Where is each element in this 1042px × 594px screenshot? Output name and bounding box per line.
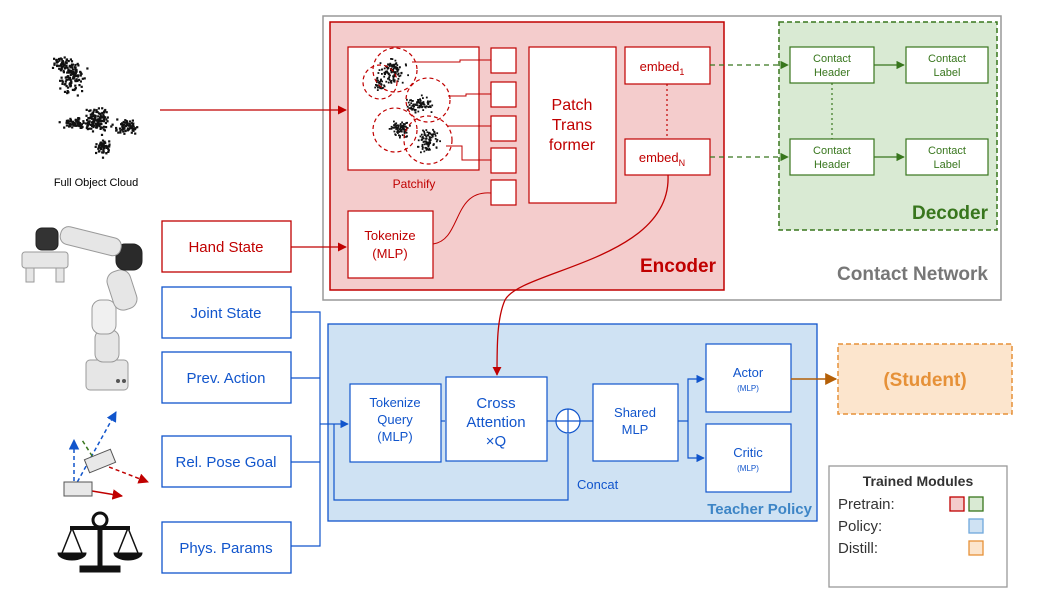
embed-n-subscript: N bbox=[679, 158, 686, 168]
contact-label-n-line1: Contact bbox=[928, 145, 966, 157]
full-object-cloud-label: Full Object Cloud bbox=[54, 177, 138, 189]
legend-pretrain-label: Pretrain: bbox=[838, 496, 895, 513]
contact-header-box-n bbox=[789, 138, 875, 176]
contact-label-1-line2: Label bbox=[934, 67, 961, 79]
cross-attention-line2: Attention bbox=[466, 414, 525, 431]
legend-title: Trained Modules bbox=[863, 473, 974, 489]
critic-sublabel: (MLP) bbox=[737, 464, 759, 473]
tokenize-query-line3: (MLP) bbox=[377, 429, 412, 444]
concat-label: Concat bbox=[577, 477, 619, 492]
encoder-tokenize-label-line1: Tokenize bbox=[364, 228, 415, 243]
embed-1-box bbox=[624, 46, 711, 85]
patchify-point-cloud-image bbox=[374, 58, 441, 154]
patch-transformer-box bbox=[528, 46, 617, 204]
teacher-policy-title: Teacher Policy bbox=[707, 501, 812, 518]
phys-params-label: Phys. Params bbox=[179, 540, 272, 557]
shared-mlp-box bbox=[592, 383, 679, 462]
embed-1-text: embed bbox=[640, 59, 680, 74]
hand-state-label: Hand State bbox=[188, 239, 263, 256]
token-box bbox=[490, 115, 517, 142]
token-box bbox=[490, 179, 517, 206]
cross-attention-line3: ×Q bbox=[486, 433, 506, 450]
legend-policy-label: Policy: bbox=[838, 518, 882, 535]
shared-mlp-line2: MLP bbox=[622, 422, 649, 437]
student-box bbox=[837, 343, 1013, 415]
phys-params-box bbox=[161, 521, 292, 574]
actor-label: Actor bbox=[733, 365, 764, 380]
legend-pretrain-red-swatch bbox=[949, 496, 965, 512]
patchify-label: Patchify bbox=[393, 177, 436, 191]
object-point-cloud-image bbox=[51, 56, 139, 159]
patch-transformer-line1: Patch bbox=[552, 97, 593, 114]
cross-attention-line1: Cross bbox=[476, 395, 515, 412]
joint-state-label: Joint State bbox=[191, 305, 262, 322]
shared-to-critic-arrow bbox=[687, 421, 705, 463]
actor-box bbox=[705, 343, 792, 413]
legend-policy-swatch bbox=[968, 518, 984, 534]
contact-label-box-1 bbox=[905, 46, 989, 84]
contact-label-1-line1: Contact bbox=[928, 53, 966, 65]
embed-to-cross-attention-arrow bbox=[492, 174, 669, 376]
critic-box bbox=[705, 423, 792, 493]
contact-header-box-1 bbox=[789, 46, 875, 84]
cross-attention-box bbox=[445, 376, 548, 462]
contact-label-n-line2: Label bbox=[934, 159, 961, 171]
input-merge-lines bbox=[291, 311, 569, 547]
legend-distill-swatch bbox=[968, 540, 984, 556]
contact-header-1-line1: Contact bbox=[813, 53, 851, 65]
embed-1-label: embed1 bbox=[640, 59, 685, 77]
rel-pose-goal-label: Rel. Pose Goal bbox=[176, 454, 277, 471]
embed-n-text: embed bbox=[639, 150, 679, 165]
encoder-tokenize-box bbox=[347, 210, 434, 279]
legend-pretrain-green-swatch bbox=[968, 496, 984, 512]
encoder-title: Encoder bbox=[640, 256, 717, 277]
contact-label-box-n bbox=[905, 138, 989, 176]
shared-to-actor-arrow bbox=[687, 374, 705, 421]
pose-goal-axes-image bbox=[63, 411, 149, 500]
embed-1-subscript: 1 bbox=[679, 67, 684, 77]
contact-header-n-line2: Header bbox=[814, 159, 850, 171]
robot-arm-image bbox=[21, 226, 143, 391]
legend-distill-label: Distill: bbox=[838, 540, 878, 557]
rel-pose-goal-box bbox=[161, 435, 292, 488]
critic-label: Critic bbox=[733, 445, 763, 460]
contact-header-n-line1: Contact bbox=[813, 145, 851, 157]
patch-leader-lines bbox=[412, 59, 491, 161]
tokenize-query-line2: Query bbox=[377, 412, 413, 427]
scale-balance-icon bbox=[57, 511, 143, 573]
token-box bbox=[490, 81, 517, 108]
contact-header-1-line2: Header bbox=[814, 67, 850, 79]
token-box bbox=[490, 47, 517, 74]
decoder-title: Decoder bbox=[912, 203, 989, 224]
hand-state-box bbox=[161, 220, 292, 273]
patch-transformer-line3: former bbox=[549, 137, 596, 154]
embed-n-label: embedN bbox=[639, 150, 685, 168]
encoder-tokenize-label-line2: (MLP) bbox=[372, 246, 407, 261]
patch-circles bbox=[362, 47, 453, 165]
student-label: (Student) bbox=[883, 370, 966, 391]
tokenize-to-token-line bbox=[432, 192, 492, 245]
token-column bbox=[490, 47, 517, 206]
actor-sublabel: (MLP) bbox=[737, 384, 759, 393]
shared-mlp-line1: Shared bbox=[614, 405, 656, 420]
token-box bbox=[490, 147, 517, 174]
contact-network-title: Contact Network bbox=[837, 264, 988, 285]
patch-transformer-line2: Trans bbox=[552, 117, 592, 134]
tokenize-query-box bbox=[349, 383, 442, 463]
prev-action-label: Prev. Action bbox=[187, 370, 266, 387]
tokenize-query-line1: Tokenize bbox=[369, 395, 420, 410]
